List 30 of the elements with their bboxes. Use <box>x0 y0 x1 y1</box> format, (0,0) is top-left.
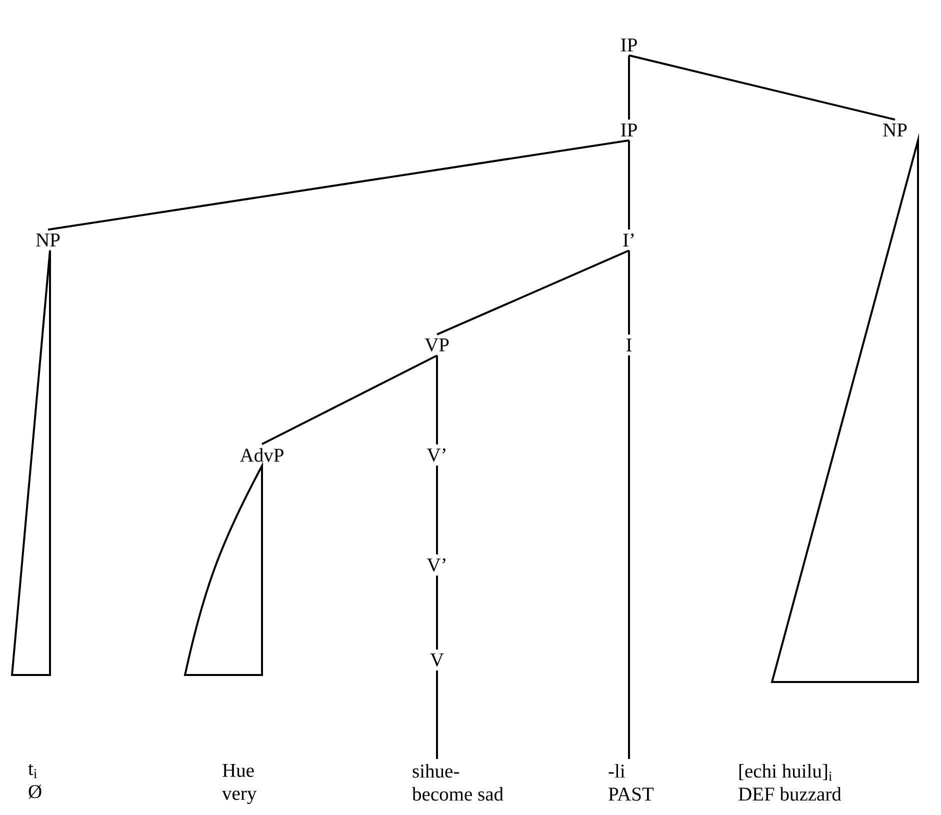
leaf-gloss: t$_{i}$ Ø <box>28 764 42 798</box>
category-label: NP <box>36 234 60 246</box>
branch-line <box>628 140 630 230</box>
category-label: IP <box>621 38 637 52</box>
branch-line <box>48 139 630 231</box>
branch-line <box>628 55 630 120</box>
category-label: V’ <box>426 448 446 462</box>
category-label: IP <box>621 124 637 136</box>
triangle <box>11 249 51 676</box>
branch-line <box>628 54 896 121</box>
category-label: I’ <box>623 234 634 246</box>
category-label: VP <box>424 338 449 352</box>
branch-line <box>262 354 438 446</box>
category-label: I <box>626 338 632 352</box>
category-label: V’ <box>426 558 446 572</box>
branch-line <box>628 355 630 759</box>
branch-line <box>436 250 630 336</box>
leaf-gloss: [echi huilu]$_{i}$ DEF buzzard <box>738 764 842 801</box>
triangle <box>184 464 263 676</box>
leaf-gloss: -li PAST <box>608 764 654 801</box>
leaf-gloss: Hue very <box>222 764 257 804</box>
branch-line <box>436 466 438 554</box>
leaf-gloss: sihue- become sad <box>412 764 504 801</box>
branch-line <box>436 356 438 444</box>
category-label: AdvP <box>240 448 284 462</box>
branch-line <box>436 670 438 759</box>
branch-line <box>628 250 630 335</box>
category-label: V <box>430 653 444 667</box>
category-label: NP <box>883 124 907 136</box>
branch-line <box>436 576 438 650</box>
